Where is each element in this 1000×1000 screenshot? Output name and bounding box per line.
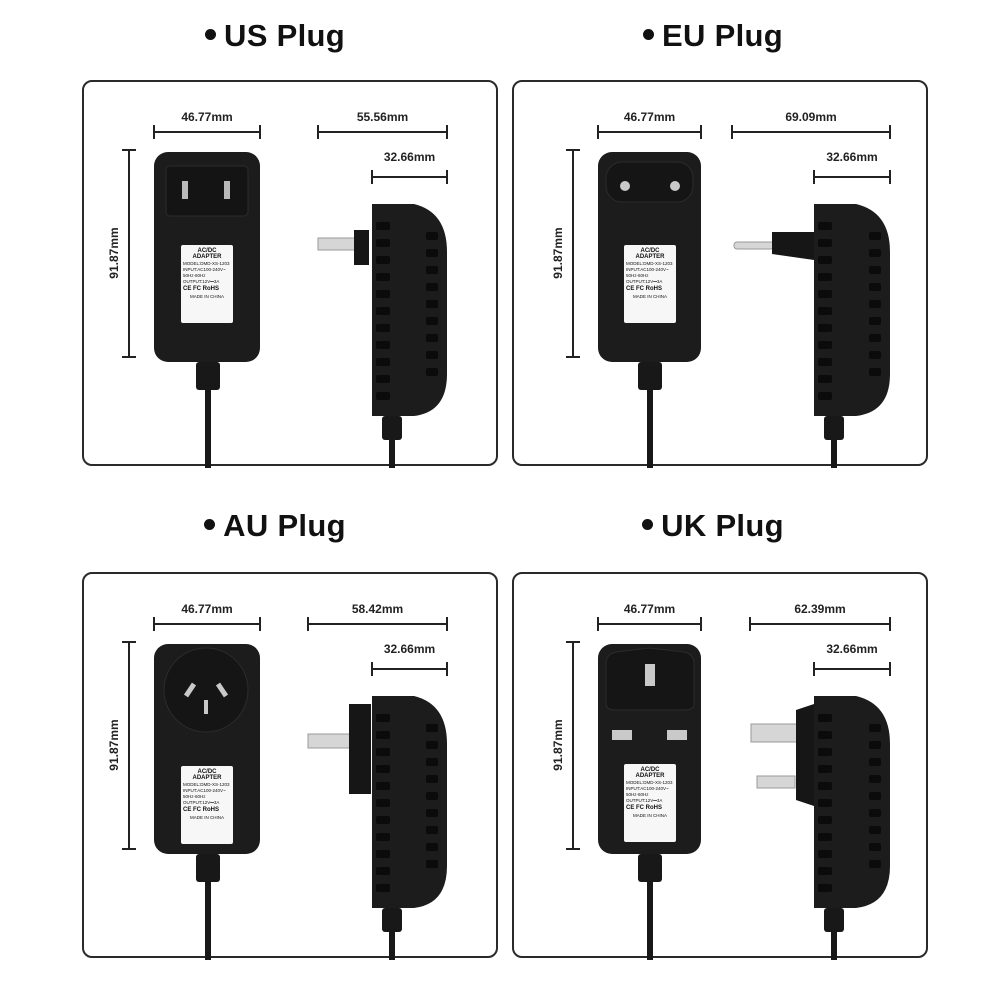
uk-adapter-spec-label: AC/DC ADAPTER MODEL:DMD-XS-1203 INPUT:AC… — [624, 764, 676, 842]
us-plug-drawing — [122, 125, 448, 468]
eu-dimension-lines — [566, 125, 891, 358]
au-dimension-lines — [122, 617, 448, 850]
bullet-dot-icon — [204, 519, 216, 531]
uk-depth-body-label: 32.66mm — [826, 642, 878, 656]
us-plug-panel: 46.77mm 55.56mm 32.66mm 91.87mm AC/DC AD… — [82, 80, 498, 468]
au-adapter-spec-label: AC/DC ADAPTER MODEL:DMD-XS-1203 INPUT:AC… — [181, 766, 233, 844]
au-plug-face-icon — [163, 647, 249, 733]
eu-height-label: 91.87mm — [551, 227, 565, 279]
au-plug-title: AU Plug — [60, 508, 490, 544]
eu-depth-total-label: 69.09mm — [785, 110, 837, 124]
au-plug-panel: 46.77mm 58.42mm 32.66mm 91.87mm AC/DC AD… — [82, 572, 498, 960]
us-depth-body-label: 32.66mm — [383, 150, 436, 164]
eu-plug-side-prong — [733, 241, 775, 250]
eu-plug-panel: 46.77mm 69.09mm 32.66mm 91.87mm AC/DC AD… — [512, 80, 928, 468]
us-depth-total-label: 55.56mm — [356, 110, 409, 124]
us-dimension-lines — [122, 125, 448, 358]
eu-width-label: 46.77mm — [623, 110, 676, 124]
au-plug-drawing — [122, 617, 448, 960]
us-plug-title: US Plug — [60, 18, 490, 54]
eu-plug-drawing — [566, 125, 891, 468]
uk-plug-title: UK Plug — [498, 508, 928, 544]
us-plug-face-icon — [165, 165, 249, 217]
us-plug-side-prong — [317, 237, 357, 251]
eu-plug-title: EU Plug — [498, 18, 928, 54]
uk-plug-drawing — [566, 617, 891, 960]
bullet-dot-icon — [205, 29, 217, 41]
eu-adapter-spec-label: AC/DC ADAPTER MODEL:DMD-XS-1203 INPUT:AC… — [624, 245, 676, 323]
uk-width-label: 46.77mm — [623, 602, 676, 616]
bullet-dot-icon — [643, 29, 655, 41]
us-adapter-spec-label: AC/DC ADAPTER MODEL:DMD-XS-1203 INPUT:AC… — [181, 245, 233, 323]
us-width-label: 46.77mm — [181, 110, 233, 124]
au-width-label: 46.77mm — [181, 602, 233, 616]
au-height-label: 91.87mm — [107, 719, 121, 771]
uk-height-label: 91.87mm — [551, 719, 565, 771]
eu-plug-face-icon — [605, 161, 694, 203]
au-plug-side-prong — [307, 733, 353, 749]
bullet-dot-icon — [642, 519, 654, 531]
uk-dimension-lines — [566, 617, 891, 850]
uk-plug-panel: 46.77mm 62.39mm 32.66mm 91.87mm AC/DC AD… — [512, 572, 928, 960]
uk-plug-side-prong — [750, 723, 798, 743]
us-height-label: 91.87mm — [107, 227, 121, 279]
au-depth-total-label: 58.42mm — [351, 602, 404, 616]
uk-depth-total-label: 62.39mm — [794, 602, 846, 616]
au-depth-body-label: 32.66mm — [383, 642, 436, 656]
eu-depth-body-label: 32.66mm — [826, 150, 878, 164]
